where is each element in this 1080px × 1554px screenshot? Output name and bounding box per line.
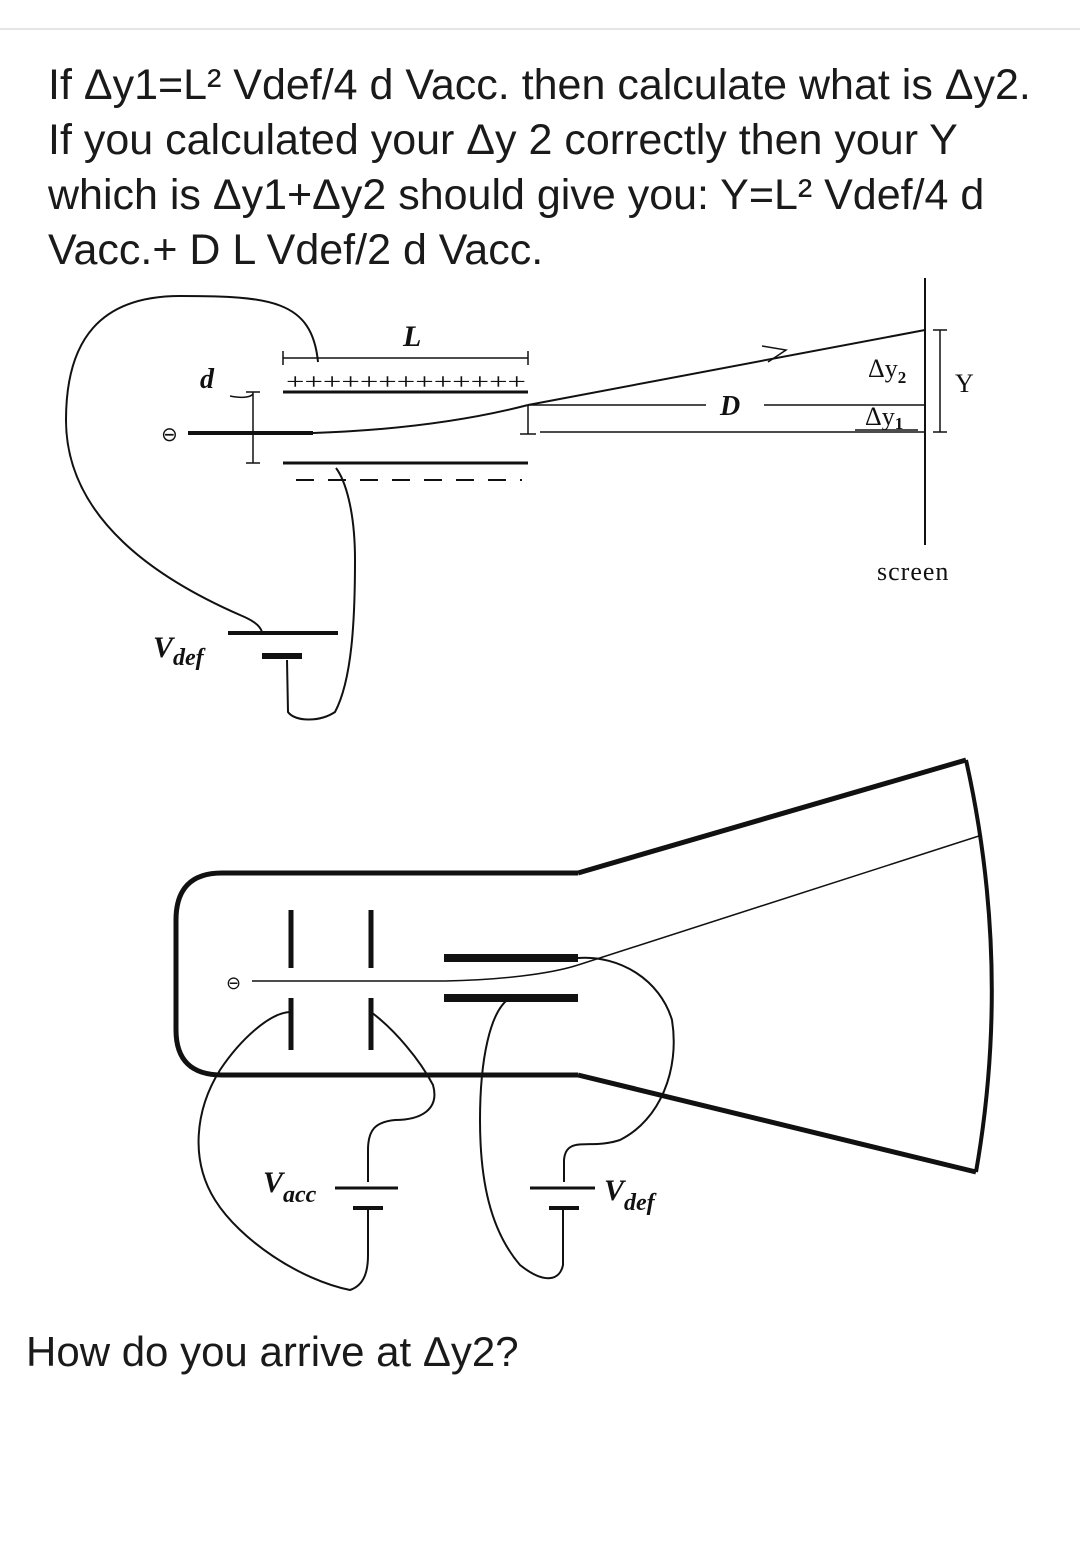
label-dy1: Δy1 — [865, 402, 903, 433]
question-text: If Δy1=L² Vdef/4 d Vacc. then calculate … — [48, 61, 1031, 274]
label-d-distance: D — [719, 391, 740, 422]
plate-top-signs: +++++++++++++ — [286, 369, 526, 394]
beam-arrow — [761, 345, 788, 363]
d-leader — [229, 393, 254, 399]
followup-question: How do you arrive at Δy2? — [26, 1328, 519, 1375]
label-dy2: Δy2 — [868, 354, 906, 387]
label-screen: screen — [877, 557, 949, 586]
crt-beam-straight — [577, 834, 983, 966]
electron-icon-bottom: ⊖ — [226, 973, 241, 994]
wire-vdef-right — [563, 956, 675, 1182]
label-vacc: Vacc — [263, 1166, 317, 1208]
label-vdef-top: Vdef — [153, 631, 206, 671]
wire-vdef-left — [478, 997, 564, 1280]
wire-vacc-right — [367, 1011, 436, 1182]
tube-neck — [173, 870, 578, 1078]
label-d: d — [200, 364, 215, 395]
crt-tube — [173, 757, 994, 1292]
label-vdef-bottom: Vdef — [604, 1174, 657, 1216]
crt-screen — [964, 759, 994, 1173]
deflection-diagram — [64, 278, 947, 721]
funnel-top — [577, 757, 967, 876]
label-l: L — [402, 320, 421, 353]
wire-vacc-left — [197, 1011, 369, 1292]
beam-straight — [527, 329, 926, 406]
wire-bottom-plate — [286, 467, 357, 721]
beam-curve — [312, 404, 529, 434]
label-y: Y — [955, 369, 974, 398]
wire-top-plate — [64, 294, 319, 633]
top-divider — [0, 28, 1080, 30]
crt-beam-curve — [444, 964, 579, 982]
electron-icon-top: ⊖ — [161, 422, 178, 446]
funnel-bottom — [577, 1072, 977, 1175]
